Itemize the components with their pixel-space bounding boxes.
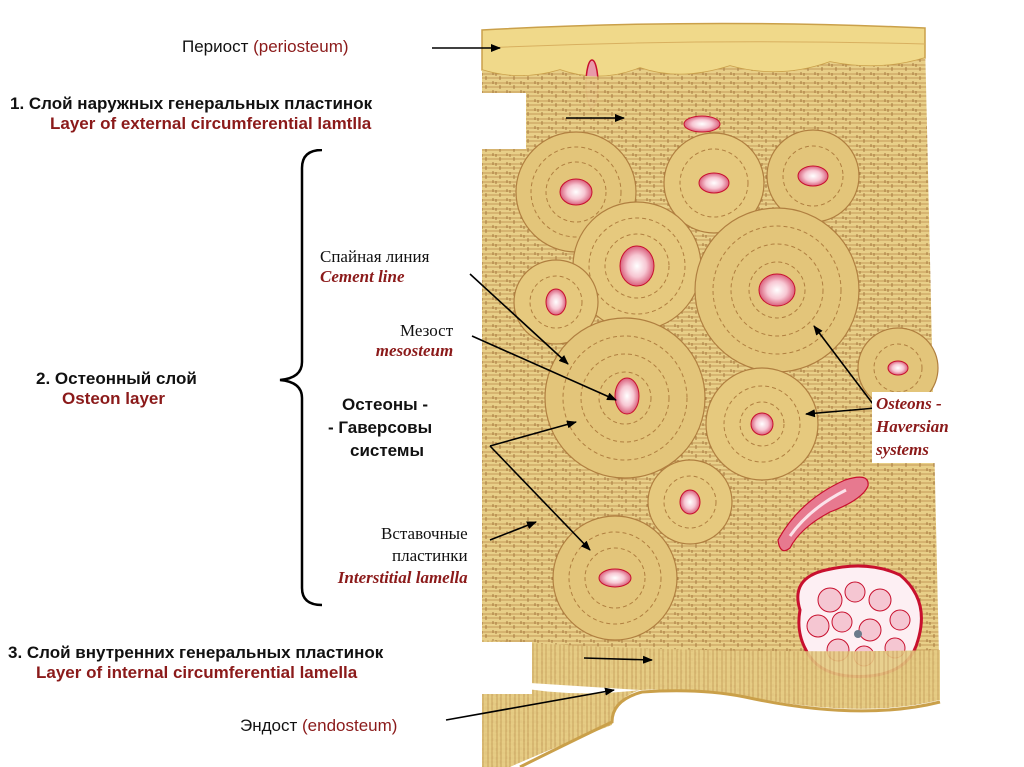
endosteum-en: (endosteum) (302, 716, 398, 735)
osteon (694, 207, 860, 373)
cement-en: Cement line (320, 266, 405, 286)
arrow-icon (489, 420, 577, 447)
osteons-en-line3: systems (876, 439, 929, 459)
layer2-en: Osteon layer (62, 388, 165, 408)
periosteum-label: Периост (periosteum) (182, 37, 349, 57)
mesost-ru: Мезост (400, 321, 454, 340)
arrow-icon (813, 325, 877, 409)
cement-line-label: Спайная линия Cement line (316, 246, 434, 288)
arrow-icon (469, 273, 569, 365)
osteon (513, 259, 599, 345)
endosteum-edge (482, 680, 940, 767)
osteon (544, 317, 706, 479)
arrows (432, 44, 877, 721)
osteons-ru-label: Остеоны - - Гаверсовы системы (328, 394, 432, 463)
layer1-label: 1. Слой наружных генеральных пластинок L… (6, 93, 526, 149)
mesosteum-label: Мезост mesosteum (368, 320, 458, 362)
periosteum-en: (periosteum) (253, 37, 349, 56)
osteon (857, 327, 939, 409)
osteon (766, 129, 860, 223)
arrow-icon (445, 687, 615, 721)
internal-lamellae (482, 640, 940, 767)
osteons-en-line2: Haversian (876, 416, 949, 436)
osteon (647, 459, 733, 545)
osteon (552, 515, 678, 641)
arrow-icon (489, 521, 537, 541)
arrow-icon (583, 655, 653, 664)
endosteum-label: Эндост (endosteum) (240, 716, 397, 736)
arrow-icon (471, 335, 617, 401)
external-lamellae (482, 58, 925, 145)
osteons-en-line1: Osteons - (876, 394, 942, 413)
interstitial-ru-line1: Вставочные (381, 524, 468, 543)
layer1-en: Layer of external circumferential lamtll… (50, 113, 372, 133)
mesost-en: mesosteum (375, 340, 454, 360)
layer3-label: 3. Слой внутренних генеральных пластинок… (4, 642, 532, 694)
endosteum-ru: Эндост (240, 716, 298, 735)
osteon (663, 132, 765, 234)
curly-brace-icon (279, 148, 323, 607)
cement-ru: Спайная линия (320, 247, 430, 266)
layer2-label: 2. Остеонный слой Osteon layer (36, 369, 197, 408)
arrow-icon (489, 445, 591, 551)
interstitial-ru-line2: пластинки (392, 546, 468, 566)
osteons-ru-line1: Остеоны - (342, 395, 429, 414)
osteons-en-label: Osteons - Haversian systems (872, 392, 953, 463)
arrow-icon (805, 407, 877, 418)
osteons-ru-line3: системы (350, 440, 425, 460)
interstitial-en: Interstitial lamella (337, 568, 468, 588)
layer1-ru: 1. Слой наружных генеральных пластинок (10, 94, 373, 113)
periosteum-ru: Периост (182, 37, 249, 56)
osteons-ru-line2: - Гаверсовы (328, 417, 433, 437)
elongated-canal (777, 476, 869, 552)
layer3-ru: 3. Слой внутренних генеральных пластинок (8, 643, 384, 662)
osteon (705, 367, 819, 481)
layer3-en: Layer of internal circumferential lamell… (36, 662, 358, 682)
interstitial-label: Вставочные пластинки Interstitial lamell… (316, 522, 472, 591)
layer2-ru: 2. Остеонный слой (36, 369, 197, 388)
